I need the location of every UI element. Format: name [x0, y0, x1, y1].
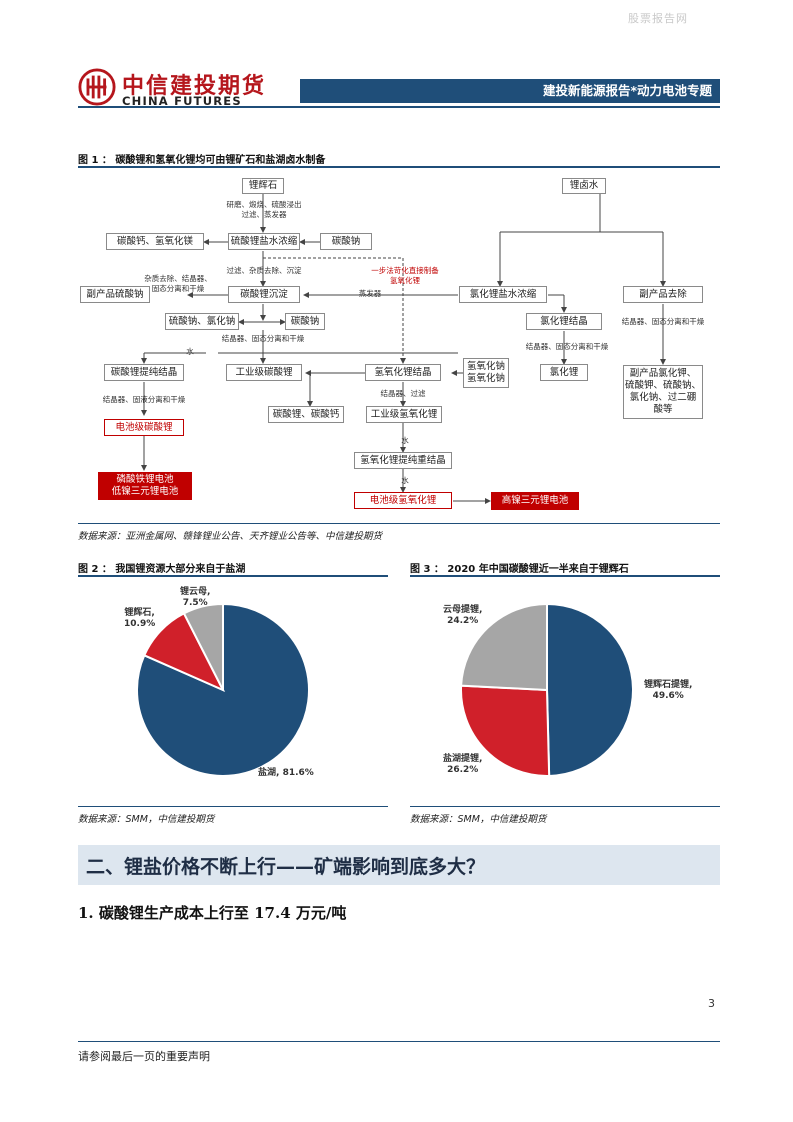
step-label-8: 结晶器、固液分离和干燥 [102, 395, 186, 404]
pie2-slice-0 [546, 602, 634, 777]
pie2-label-0: 锂辉石提锂,49.6% [644, 680, 693, 701]
brand-name-en: CHINA FUTURES [122, 94, 242, 108]
pie2-label-2: 云母提锂,24.2% [443, 605, 483, 626]
box-na2so4-nacl: 硫酸钠、氯化钠 [165, 313, 239, 330]
fig1-title: 图 1 ： 碳酸锂和氢氧化锂均可由锂矿石和盐湖卤水制备 [78, 155, 326, 166]
fig3-bottom-rule [410, 806, 720, 807]
fig2-source: 数据来源：SMM，中信建投期货 [78, 814, 215, 825]
box-li2so4-concentrate: 硫酸锂盐水浓缩 [228, 233, 300, 250]
box-byproduct-remove: 副产品去除 [623, 286, 703, 303]
subsection-title: 1. 碳酸锂生产成本上行至 17.4 万元/吨 [78, 904, 347, 922]
box-li2co3-precipitate: 碳酸锂沉淀 [228, 286, 300, 303]
box-naoh: 氢氧化钠 氢氧化钠 [463, 358, 509, 388]
flowchart-connectors [141, 194, 666, 504]
pie1-slice-2 [182, 602, 224, 691]
step-label-one-step: 一步法苛化直接制备 氢氧化锂 [371, 266, 439, 285]
pie2-slice-1 [460, 684, 551, 777]
box-battery-li2co3: 电池级碳酸锂 [104, 419, 184, 436]
step-label-4: 蒸发器 [358, 289, 382, 298]
footer-divider [78, 1041, 720, 1042]
step-label-water-3: 水 [401, 476, 409, 485]
step-label-9: 结晶器、过滤 [380, 389, 426, 398]
header-title: 建投新能源报告*动力电池专题 [542, 83, 712, 98]
box-battery-lioh: 电池级氢氧化锂 [354, 492, 452, 509]
box-licl-concentrate: 氯化锂盐水浓缩 [459, 286, 547, 303]
pie-chart-li2co3-sources [460, 602, 634, 777]
china-futures-logo-icon [78, 68, 116, 106]
box-na2co3-a: 碳酸钠 [320, 233, 372, 250]
box-licl: 氯化锂 [540, 364, 588, 381]
fig1-top-rule [78, 166, 720, 168]
section-heading-bar [78, 845, 720, 885]
fig1-bottom-rule [78, 523, 720, 524]
footer-disclaimer: 请参阅最后一页的重要声明 [78, 1050, 210, 1063]
section-title: 二、锂盐价格不断上行——矿端影响到底多大？ [86, 856, 486, 878]
step-label-2: 过滤、杂质去除、沉淀 [226, 266, 302, 275]
box-licl-crystallize: 氯化锂结晶 [526, 313, 602, 330]
box-li2co3-purify: 碳酸锂提纯结晶 [104, 364, 184, 381]
step-label-1: 研磨、煅烧、硫酸浸出 过滤、蒸发器 [226, 200, 302, 219]
step-label-water-2: 水 [401, 436, 409, 445]
box-lfp-ncm-battery: 磷酸铁锂电池 低镍三元锂电池 [98, 472, 192, 500]
brand-name-cn: 中信建投期货 [122, 74, 267, 99]
step-label-6: 结晶器、固态分离和干燥 [221, 334, 305, 343]
header-divider [78, 106, 720, 108]
box-lioh-crystallize: 氢氧化锂结晶 [365, 364, 441, 381]
fig3-title: 图 3 ： 2020 年中国碳酸锂近一半来自于锂辉石 [410, 564, 629, 575]
box-byproducts-list: 副产品氯化钾、 硫酸钾、硫酸钠、 氯化钠、过二硼 酸等 [623, 365, 703, 419]
step-label-12: 结晶器、固态分离和干燥 [525, 342, 609, 351]
box-brine: 锂卤水 [562, 178, 606, 194]
fig3-source: 数据来源：SMM，中信建投期货 [410, 814, 547, 825]
pie1-label-1: 锂辉石,10.9% [124, 608, 156, 629]
box-caco3-mgoh: 碳酸钙、氢氧化镁 [106, 233, 204, 250]
box-high-nickel-battery: 高镍三元锂电池 [491, 492, 579, 510]
box-na2co3-b: 碳酸钠 [285, 313, 325, 330]
pie2-label-1: 盐湖提锂,26.2% [443, 754, 483, 775]
box-industrial-lioh: 工业级氢氧化锂 [366, 406, 442, 423]
pie2-slice-2 [460, 602, 548, 692]
fig1-source: 数据来源：亚洲金属网、赣锋锂业公告、天齐锂业公告等、中信建投期货 [78, 531, 383, 542]
fig2-title: 图 2 ： 我国锂资源大部分来自于盐湖 [78, 564, 246, 575]
pie1-label-0: 盐湖, 81.6% [258, 768, 314, 778]
box-li2co3-caco3: 碳酸锂、碳酸钙 [268, 406, 344, 423]
fig2-top-rule [78, 575, 388, 577]
step-label-3: 杂质去除、结晶器、 固态分离和干燥 [144, 274, 212, 293]
fig3-top-rule [410, 575, 720, 577]
pie1-label-2: 锂云母,7.5% [180, 587, 211, 608]
box-industrial-li2co3: 工业级碳酸锂 [226, 364, 302, 381]
watermark: 股票报告网 [628, 12, 688, 25]
fig2-bottom-rule [78, 806, 388, 807]
box-spodumene: 锂辉石 [242, 178, 284, 194]
pie-chart-lithium-resources [136, 602, 310, 777]
page-number: 3 [708, 997, 715, 1010]
box-byproduct-na2so4: 副产品硫酸钠 [80, 286, 150, 303]
process-flowchart: 锂辉石 碳酸钙、氢氧化镁 硫酸锂盐水浓缩 碳酸钠 副产品硫酸钠 碳酸锂沉淀 硫酸… [78, 170, 720, 520]
step-label-13: 结晶器、固态分离和干燥 [621, 317, 705, 326]
box-lioh-recrystallize: 氢氧化锂提纯重结晶 [354, 452, 452, 469]
step-label-water-1: 水 [186, 347, 194, 356]
header-bar [300, 79, 720, 103]
